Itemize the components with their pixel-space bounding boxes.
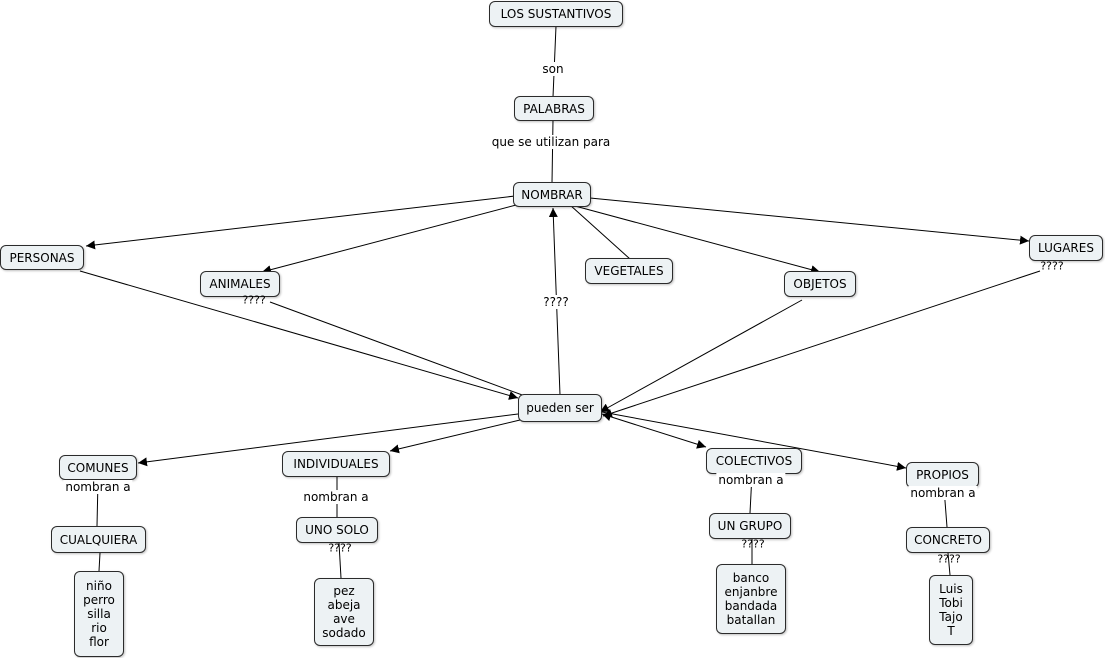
link-label-son: son xyxy=(540,62,566,76)
link-unosolo-ej xyxy=(338,542,342,579)
link-label-concreto-question: ???? xyxy=(937,552,961,566)
link-label-individuales-nombran: nombran a xyxy=(301,490,371,504)
link-sustantivos-palabras xyxy=(552,25,557,98)
node-concreto[interactable]: CONCRETO xyxy=(906,527,990,553)
link-label-animales-question: ???? xyxy=(242,293,266,307)
link-nombrar-vegetales xyxy=(569,204,631,260)
link-palabras-nombrar xyxy=(551,119,554,184)
node-comunes[interactable]: COMUNES xyxy=(59,455,137,480)
node-ejemplos-propios[interactable]: Luis Tobi Tajo T xyxy=(929,575,973,645)
node-ejemplos-comunes[interactable]: niño perro silla rio flor xyxy=(74,571,124,657)
node-ejemplos-colectivos[interactable]: banco enjanbre bandada batallan xyxy=(716,564,786,634)
node-lugares[interactable]: LUGARES xyxy=(1029,235,1103,261)
link-personas-pueden xyxy=(79,270,519,400)
link-pueden-colectivos xyxy=(601,412,707,449)
link-nombrar-lugares xyxy=(589,197,1030,245)
link-pueden-propios xyxy=(601,411,907,471)
link-objetos-pueden xyxy=(599,299,803,413)
node-objetos[interactable]: OBJETOS xyxy=(784,271,856,297)
node-colectivos[interactable]: COLECTIVOS xyxy=(706,448,802,474)
node-pueden-ser[interactable]: pueden ser xyxy=(518,394,602,422)
link-label-que-se-utilizan-para: que se utilizan para xyxy=(489,135,613,149)
node-ejemplos-individuales[interactable]: pez abeja ave sodado xyxy=(314,578,374,646)
link-pueden-individuales xyxy=(389,419,521,454)
link-label-ungrupo-question: ???? xyxy=(741,537,765,551)
link-animales-pueden xyxy=(269,301,526,397)
link-label-lugares-question: ???? xyxy=(1040,259,1064,273)
node-palabras[interactable]: PALABRAS xyxy=(514,96,594,121)
link-nombrar-objetos xyxy=(574,205,821,275)
link-label-unosolo-question: ???? xyxy=(328,541,352,555)
node-uno-solo[interactable]: UNO SOLO xyxy=(296,517,378,543)
link-cualquiera-ej xyxy=(98,552,101,572)
node-un-grupo[interactable]: UN GRUPO xyxy=(709,513,791,539)
link-lugares-pueden xyxy=(602,270,1041,418)
link-pueden-comunes xyxy=(137,413,519,467)
node-vegetales[interactable]: VEGETALES xyxy=(585,258,673,284)
node-personas[interactable]: PERSONAS xyxy=(0,245,84,270)
node-nombrar[interactable]: NOMBRAR xyxy=(513,182,591,207)
link-label-propios-nombran: nombran a xyxy=(908,486,978,500)
node-cualquiera[interactable]: CUALQUIERA xyxy=(51,526,146,553)
link-nombrar-animales xyxy=(261,203,521,275)
link-concreto-ej xyxy=(947,552,951,576)
link-label-colectivos-nombran: nombran a xyxy=(716,473,786,487)
link-label-comunes-nombran: nombran a xyxy=(63,480,133,494)
link-label-center-question: ???? xyxy=(541,295,571,309)
link-nombrar-personas xyxy=(85,195,516,250)
node-individuales[interactable]: INDIVIDUALES xyxy=(282,451,390,477)
node-animales[interactable]: ANIMALES xyxy=(200,271,280,297)
node-propios[interactable]: PROPIOS xyxy=(906,462,979,488)
node-los-sustantivos[interactable]: LOS SUSTANTIVOS xyxy=(489,1,623,27)
